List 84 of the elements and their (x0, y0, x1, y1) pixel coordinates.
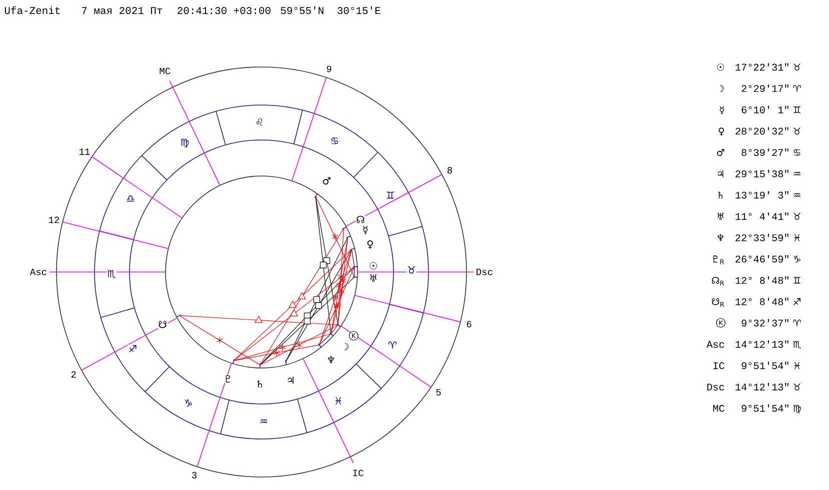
planet-symbol: ☿ (362, 226, 369, 235)
sign-symbol: ♋ (794, 149, 800, 156)
position-value: 14°12'13" (736, 340, 788, 348)
position-value: 9°32'37" (742, 319, 788, 327)
sign-symbol: ♉ (794, 128, 800, 135)
header-text: 30°15'E (338, 6, 380, 14)
sign-symbol: ♐ (794, 298, 800, 306)
planet-symbol: ☽ (340, 342, 350, 351)
position-value: 13°19' 3" (736, 191, 788, 199)
planet-symbol: ☿ (720, 106, 724, 114)
angle-label: IC (714, 362, 724, 370)
house-number: 3 (192, 472, 197, 478)
zodiac-sign-symbol: ♌ (254, 118, 264, 126)
planet-symbol: ☊$_{R}$ (712, 276, 724, 286)
sign-symbol: ♑ (794, 256, 800, 262)
planet-symbol: ♆ (718, 234, 724, 242)
sign-symbol: ♈ (793, 84, 801, 92)
planet-symbol: ♆ (326, 356, 336, 364)
planet-symbol: ☋$_{R}$ (712, 298, 724, 307)
sign-symbol: ♉ (794, 64, 800, 71)
sign-symbol: ♒ (794, 193, 800, 198)
sign-symbol: ♒ (794, 172, 800, 176)
house-number: 2 (71, 371, 76, 378)
position-value: 6°10' 1" (742, 106, 788, 114)
zodiac-sign-symbol: ♎ (126, 194, 136, 203)
header-text: 20:41:30 +03:00 (178, 7, 270, 14)
zodiac-sign-symbol: ♒ (258, 418, 269, 426)
position-value: 12° 8'48" (736, 276, 788, 284)
sign-symbol: ♍ (793, 404, 801, 414)
planet-symbol: ♄ (718, 192, 723, 198)
position-value: 29°15'38" (736, 170, 788, 178)
planet-symbol: ♂ (322, 176, 332, 185)
angle-label: IC (353, 470, 364, 476)
planet-symbol: ♃ (286, 376, 296, 384)
angle-label: Asc (706, 341, 724, 348)
house-number: 11 (79, 148, 90, 155)
planet-symbol: ♂ (717, 149, 724, 156)
house-number: 9 (326, 66, 332, 72)
position-value: 28°20'32" (736, 127, 788, 135)
zodiac-sign-symbol: ♈ (387, 340, 398, 350)
zodiac-sign-symbol: ♍ (180, 138, 190, 148)
zodiac-sign-symbol: ♑ (183, 398, 194, 408)
position-value: 14°12'13" (736, 383, 788, 390)
sign-symbol: ♓ (794, 362, 800, 370)
sign-symbol: ♉ (794, 212, 800, 220)
planet-symbol: ♀ (718, 128, 724, 136)
angle-label: Asc (30, 268, 46, 276)
position-value: 22°33'59" (736, 234, 788, 242)
sign-symbol: ♏ (793, 340, 801, 349)
position-value: 2°29'17" (742, 84, 788, 92)
position-value: 26°46'59" (736, 255, 788, 263)
house-number: 12 (48, 216, 60, 224)
chart-title: Ufa-Zenit (4, 6, 60, 14)
angle-label: Dsc (707, 384, 724, 390)
zodiac-sign-symbol: ♋ (330, 137, 340, 146)
planet-symbol: ♅ (368, 274, 378, 282)
position-value: 9°51'54" (742, 404, 788, 412)
position-value: 17°22'31" (736, 63, 788, 71)
house-number: 5 (436, 389, 441, 396)
house-number: 6 (466, 320, 472, 328)
sign-symbol: ♊ (794, 106, 800, 114)
house-number: 8 (448, 166, 452, 174)
angle-label: Dsc (476, 268, 492, 276)
position-value: 12° 8'48" (736, 298, 788, 306)
zodiac-sign-symbol: ♓ (333, 396, 344, 406)
planet-symbol: ♀ (366, 240, 374, 250)
sign-symbol: ♉ (794, 383, 800, 390)
position-value: 9°51'54" (742, 362, 788, 370)
sign-symbol: ♈ (793, 320, 801, 326)
planet-symbol: ☉ (368, 262, 378, 270)
position-value: 11° 4'41" (736, 212, 788, 220)
planet-symbol: ♄ (254, 380, 265, 388)
planet-symbol: ♅ (717, 212, 724, 220)
planet-symbol: ☉ (717, 64, 724, 71)
sign-symbol: ♓ (794, 234, 800, 242)
planet-symbol: ☽ (720, 85, 724, 92)
planet-symbol: ♃ (718, 170, 724, 178)
position-value: 8°39'27" (742, 148, 788, 156)
planet-symbol: ♇$_{R}$ (714, 256, 724, 264)
header-text: 59°55'N (280, 6, 324, 14)
angle-label: MC (713, 404, 724, 412)
sign-symbol: ♊ (794, 276, 800, 284)
header-text: 7 мая 2021 Пт (82, 7, 162, 14)
angle-label: MC (160, 68, 170, 74)
